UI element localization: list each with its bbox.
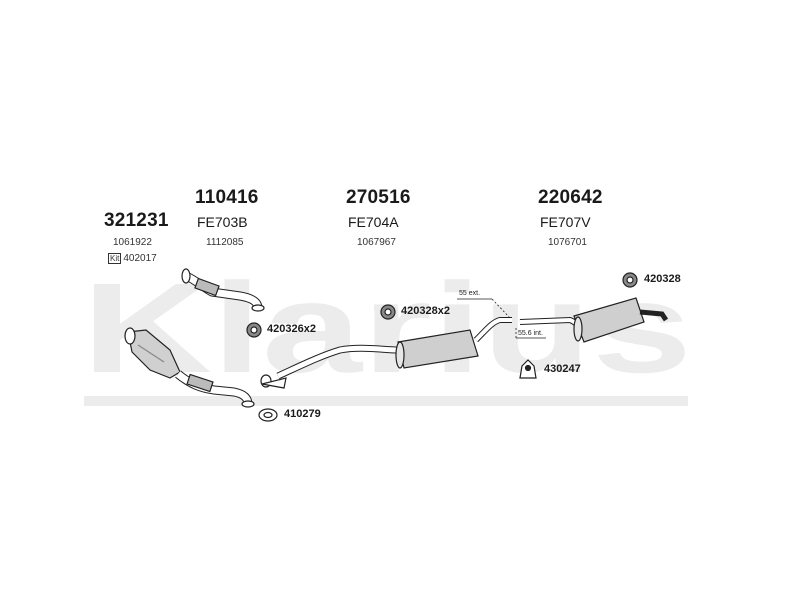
bracket-icon xyxy=(519,359,537,379)
rubber-mount-mid-icon xyxy=(380,304,396,320)
dimension-markers xyxy=(457,298,546,339)
part-label-420328x2[interactable]: 420328x2 xyxy=(401,305,450,317)
part-label-410279[interactable]: 410279 xyxy=(284,408,321,420)
ref-number-1061922: 1061922 xyxy=(113,237,152,248)
clamp-icon xyxy=(246,322,262,338)
ref-number-1076701: 1076701 xyxy=(548,237,587,248)
ref-number-1112085: 1112085 xyxy=(206,237,244,248)
centre-silencer-270516 xyxy=(260,317,512,389)
kit-row[interactable]: Kit 402017 xyxy=(108,253,157,264)
rear-silencer-220642 xyxy=(519,297,669,343)
part-label-420328[interactable]: 420328 xyxy=(644,273,681,285)
part-label-430247[interactable]: 430247 xyxy=(544,363,581,375)
part-number-270516[interactable]: 270516 xyxy=(346,187,411,208)
ref-number-1067967: 1067967 xyxy=(357,237,396,248)
kit-ref-402017: 402017 xyxy=(123,253,157,264)
part-number-321231[interactable]: 321231 xyxy=(104,210,169,231)
oe-number-fe704a: FE704A xyxy=(348,214,399,230)
kit-badge: Kit xyxy=(108,253,122,264)
part-number-110416[interactable]: 110416 xyxy=(195,187,259,208)
part-label-420326x2[interactable]: 420326x2 xyxy=(267,323,316,335)
watermark-underline xyxy=(84,396,688,406)
front-pipe-110416 xyxy=(181,268,265,312)
annotation-55-ext: 55 ext. xyxy=(459,290,481,297)
gasket-icon xyxy=(258,408,278,422)
annotation-55-6-int: 55.6 int. xyxy=(518,330,543,337)
rubber-mount-right-icon xyxy=(622,272,638,288)
oe-number-fe707v: FE707V xyxy=(540,214,591,230)
catalyst-321231 xyxy=(124,327,255,408)
part-number-220642[interactable]: 220642 xyxy=(538,187,603,208)
oe-number-fe703b: FE703B xyxy=(197,214,248,230)
